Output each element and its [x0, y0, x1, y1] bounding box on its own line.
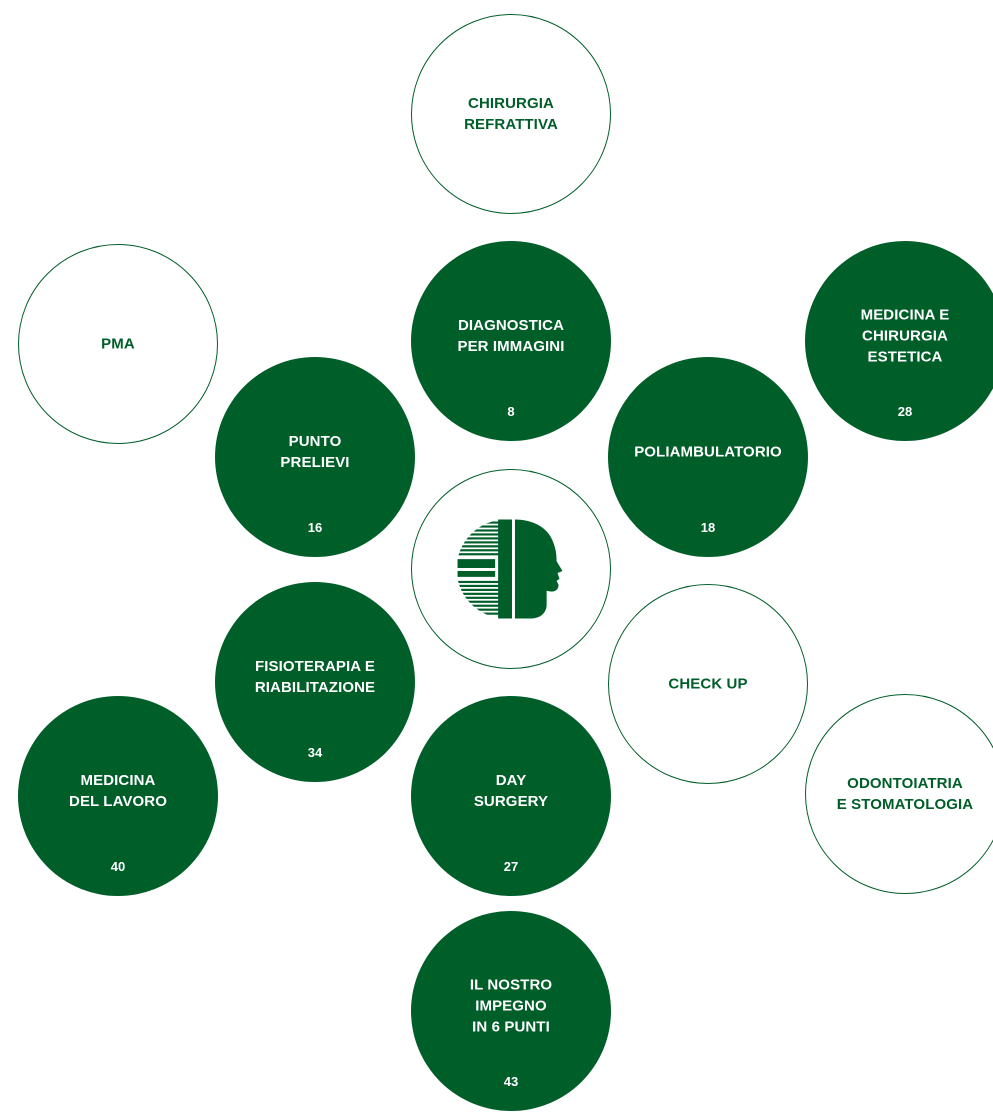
circle-poliambulatorio[interactable]: POLIAMBULATORIO 18 [608, 357, 808, 557]
circle-diagnostica-per-immagini[interactable]: DIAGNOSTICA PER IMMAGINI 8 [411, 241, 611, 441]
circle-il-nostro-impegno-in-6-punti[interactable]: IL NOSTRO IMPEGNO IN 6 PUNTI 43 [411, 911, 611, 1111]
circle-label: DIAGNOSTICA PER IMMAGINI [457, 317, 565, 355]
circle-label: CHECK UP [668, 675, 748, 693]
profile-cross-logo-icon [456, 519, 563, 619]
circle-label: PUNTO PRELIEVI [280, 433, 350, 471]
circle-pma[interactable]: PMA [18, 244, 218, 444]
page-number: 28 [897, 404, 913, 419]
circle-label: MEDICINA E CHIRURGIA ESTETICA [860, 306, 950, 366]
center-logo-circle [411, 469, 611, 669]
circle-label: POLIAMBULATORIO [634, 443, 782, 461]
page-number: 34 [307, 745, 323, 760]
page-number: 8 [507, 404, 515, 419]
page-number: 18 [700, 520, 716, 535]
page-number: 40 [110, 859, 126, 874]
circle-odontoiatria-e-stomatologia[interactable]: ODONTOIATRIA E STOMATOLOGIA [805, 694, 993, 894]
circle-label: CHIRURGIA REFRATTIVA [464, 95, 558, 133]
circle-punto-prelievi[interactable]: PUNTO PRELIEVI 16 [215, 357, 415, 557]
circle-label: ODONTOIATRIA E STOMATOLOGIA [836, 775, 974, 813]
page-number: 27 [503, 859, 519, 874]
circle-label: IL NOSTRO IMPEGNO IN 6 PUNTI [469, 976, 553, 1036]
page-number: 43 [503, 1074, 519, 1089]
circle-fisioterapia-e-riabilitazione[interactable]: FISIOTERAPIA E RIABILITAZIONE 34 [215, 582, 415, 782]
page-number: 16 [307, 520, 323, 535]
circle-label: DAY SURGERY [473, 772, 549, 810]
circle-label: PMA [101, 335, 135, 353]
circle-label: FISIOTERAPIA E RIABILITAZIONE [254, 658, 376, 696]
circle-chirurgia-refrattiva[interactable]: CHIRURGIA REFRATTIVA [411, 14, 611, 214]
circle-check-up[interactable]: CHECK UP [608, 584, 808, 784]
circle-medicina-e-chirurgia-estetica[interactable]: MEDICINA E CHIRURGIA ESTETICA 28 [805, 241, 993, 441]
circle-label: MEDICINA DEL LAVORO [69, 772, 167, 810]
circle-day-surgery[interactable]: DAY SURGERY 27 [411, 696, 611, 896]
circle-medicina-del-lavoro[interactable]: MEDICINA DEL LAVORO 40 [18, 696, 218, 896]
